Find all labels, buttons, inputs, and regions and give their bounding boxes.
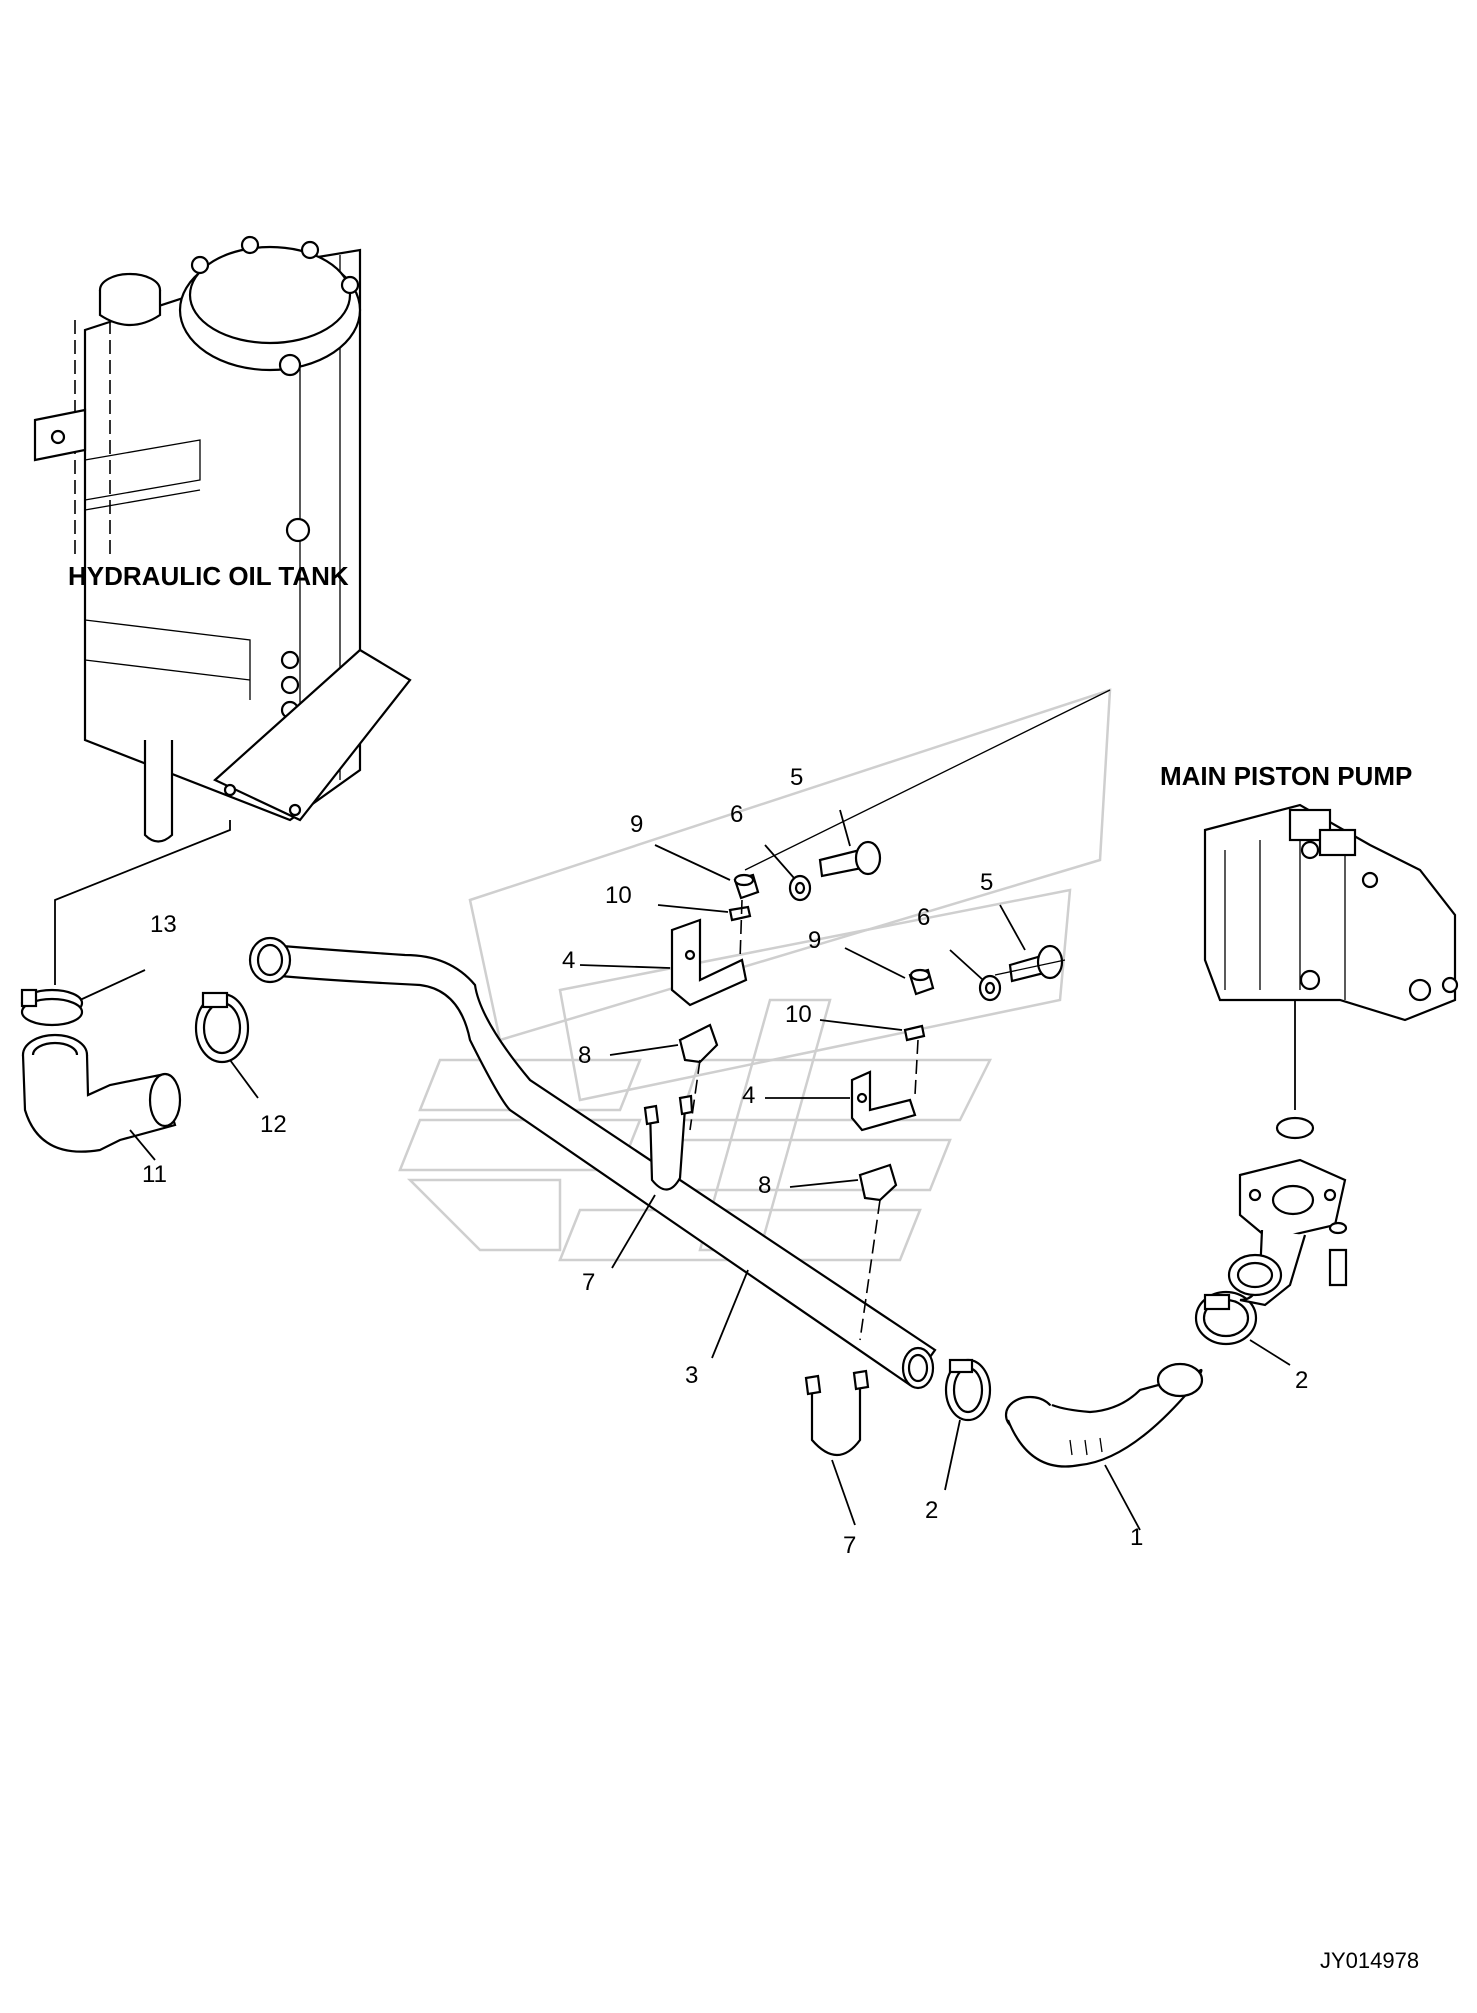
callout-9-lower: 9 — [808, 927, 821, 954]
callout-11: 11 — [142, 1161, 167, 1188]
watermark-logo — [398, 688, 1112, 1262]
callout-7-lower: 7 — [843, 1532, 856, 1559]
callout-7-upper: 7 — [582, 1269, 595, 1296]
callout-8-lower: 8 — [758, 1172, 771, 1199]
hydraulic-oil-tank — [33, 235, 412, 985]
bracket-assembly-upper — [579, 689, 1111, 1131]
hydraulic-oil-tank-label: HYDRAULIC OIL TANK — [68, 561, 349, 591]
callout-6-lower: 6 — [917, 904, 930, 931]
callout-6-upper: 6 — [730, 801, 743, 828]
callout-4-upper: 4 — [562, 947, 575, 974]
bracket-assembly-lower — [765, 904, 1066, 1526]
main-piston-pump-label: MAIN PISTON PUMP — [1160, 761, 1412, 791]
callout-5-upper: 5 — [790, 764, 803, 791]
clamp-2-left — [944, 1358, 992, 1491]
callout-9-upper: 9 — [630, 811, 643, 838]
callout-1: 1 — [1130, 1524, 1143, 1551]
callout-3: 3 — [685, 1362, 698, 1389]
callout-2-right: 2 — [1295, 1367, 1308, 1394]
callout-8-upper: 8 — [578, 1042, 591, 1069]
callout-12: 12 — [260, 1111, 287, 1138]
callout-10-upper: 10 — [605, 882, 632, 909]
main-piston-pump — [1203, 803, 1459, 1307]
callout-4-lower: 4 — [742, 1082, 755, 1109]
clamp-13 — [20, 969, 146, 1027]
callout-2-left: 2 — [925, 1497, 938, 1524]
callout-10-lower: 10 — [785, 1001, 812, 1028]
document-id: JY014978 — [1320, 1948, 1419, 1973]
suction-tube-3 — [248, 936, 937, 1390]
clamp-2-right — [1194, 1290, 1291, 1366]
hose-1 — [1004, 1362, 1204, 1531]
callout-13: 13 — [150, 911, 177, 938]
clamp-12 — [194, 991, 259, 1099]
suction-hose-11 — [21, 1033, 182, 1161]
callout-5-lower: 5 — [980, 869, 993, 896]
